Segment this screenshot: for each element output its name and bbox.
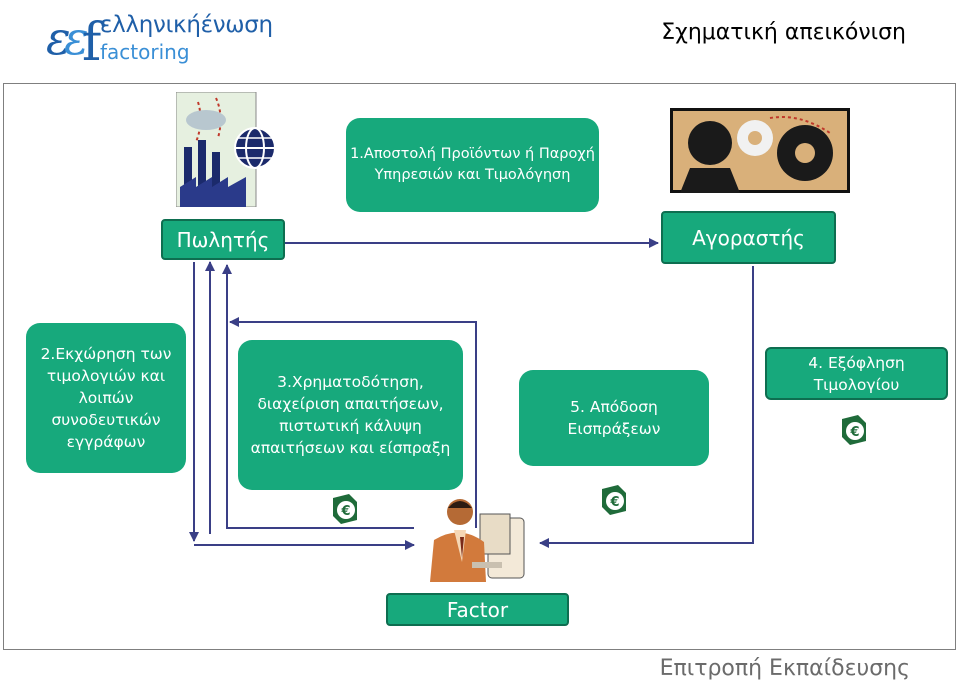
step5-label: 5. Απόδοση Εισπράξεων: [567, 398, 661, 438]
euro-icon: €: [838, 413, 870, 447]
step4-label: 4. Εξόφληση Τιμολογίου: [808, 353, 905, 394]
globe-icon: [233, 126, 277, 170]
step1-label: 1.Αποστολή Προϊόντων ή Παροχή Υπηρεσιών …: [350, 146, 595, 183]
arrow-factor-to-seller-top: [229, 317, 477, 528]
businessman-gears-icon: [670, 108, 850, 193]
arrow-factor-to-seller: [222, 264, 414, 529]
euro-icon: €: [598, 483, 630, 517]
seller-label: Πωλητής: [176, 227, 270, 252]
svg-text:€: €: [609, 495, 619, 510]
logo-mark-icon: ε ε f: [46, 11, 105, 70]
arrow-buyer-to-factor: [539, 266, 754, 548]
logo-text-line1: ελληνικήένωση: [100, 12, 273, 38]
page-title: Σχηματική απεικόνιση: [661, 20, 906, 45]
svg-text:f: f: [82, 13, 105, 70]
step2-assignment: 2.Εκχώρηση των τιμολογιών και λοιπών συν…: [26, 323, 186, 473]
step3-financing: 3.Χρηματοδότηση, διαχείριση απαιτήσεων, …: [238, 340, 463, 490]
logo-text-line2: factoring: [100, 40, 190, 64]
factor-box: Factor: [386, 593, 569, 626]
logo: ε ε f ελληνικήένωση factoring: [46, 10, 306, 70]
factor-label: Factor: [446, 597, 509, 622]
step3-label: 3.Χρηματοδότηση, διαχείριση απαιτήσεων, …: [250, 373, 451, 457]
diagram-frame: [3, 83, 956, 650]
buyer-label: Αγοραστής: [692, 225, 805, 250]
person-at-computer-icon: [420, 492, 528, 587]
step5-remittance: 5. Απόδοση Εισπράξεων: [519, 370, 709, 466]
euro-icon: €: [329, 492, 361, 526]
step1-delivery-invoicing: 1.Αποστολή Προϊόντων ή Παροχή Υπηρεσιών …: [346, 118, 599, 212]
svg-text:€: €: [849, 425, 859, 440]
svg-text:ε: ε: [46, 11, 71, 65]
seller-box: Πωλητής: [161, 219, 285, 260]
step2-label: 2.Εκχώρηση των τιμολογιών και λοιπών συν…: [40, 345, 172, 451]
svg-text:ε: ε: [64, 11, 89, 65]
svg-text:€: €: [340, 504, 350, 519]
buyer-box: Αγοραστής: [661, 211, 836, 264]
footer-text: Επιτροπή Εκπαίδευσης: [659, 656, 910, 681]
step4-payment: 4. Εξόφληση Τιμολογίου: [765, 347, 948, 400]
